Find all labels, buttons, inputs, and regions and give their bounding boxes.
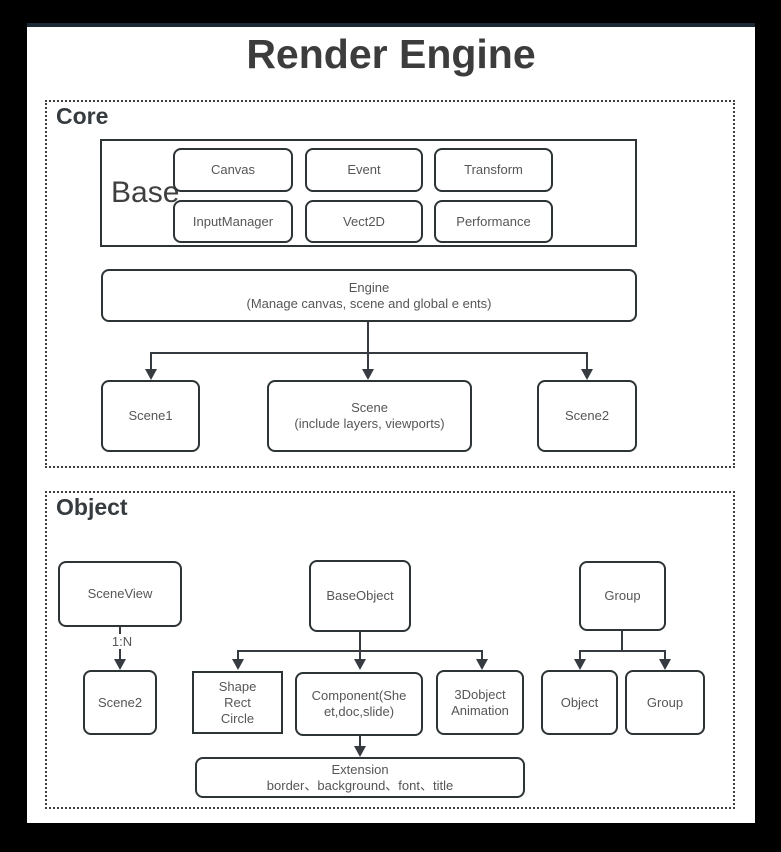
core-section: Core <box>45 100 735 468</box>
group-stem-line <box>621 631 623 651</box>
relation-1n-label: 1:N <box>105 634 139 649</box>
node-transform: Transform <box>434 148 553 192</box>
engine-to-scene1-line <box>150 352 152 369</box>
node-transform-label: Transform <box>464 162 523 177</box>
node-scene-main-subtitle: (include layers, viewports) <box>294 416 445 431</box>
node-component-line1: Component(She <box>311 688 407 703</box>
engine-stem-line <box>367 322 369 352</box>
arrowhead-object-scene2 <box>114 659 126 670</box>
node-object-scene2-label: Scene2 <box>97 694 143 710</box>
node-engine: Engine (Manage canvas, scene and global … <box>101 269 637 322</box>
node-engine-subtitle: (Manage canvas, scene and global e ents) <box>246 295 492 311</box>
arrowhead-3dobject <box>476 659 488 670</box>
arrowhead-shape <box>232 659 244 670</box>
node-scene-main: Scene (include layers, viewports) <box>267 380 472 452</box>
node-vect2d-label: Vect2D <box>343 213 385 229</box>
node-group-group-child: Group <box>625 670 705 735</box>
node-scene2-label: Scene2 <box>564 408 610 423</box>
group-to-group-line <box>664 650 666 659</box>
arrowhead-scene2 <box>581 369 593 380</box>
node-engine-title: Engine <box>348 279 390 295</box>
object-section: Object <box>45 491 735 809</box>
arrowhead-extension <box>354 746 366 757</box>
node-inputmanager-label: InputManager <box>192 213 274 229</box>
node-3dobject-line1: 3Dobject <box>454 686 506 702</box>
engine-to-scene-line <box>367 352 369 369</box>
node-baseobject-label: BaseObject <box>326 588 394 603</box>
node-event-label: Event <box>347 162 381 177</box>
node-group-object-child-label: Object <box>560 694 599 710</box>
baseobject-stem-line <box>359 632 361 652</box>
node-baseobject: BaseObject <box>309 560 411 632</box>
node-scene2: Scene2 <box>537 380 637 452</box>
node-3dobject: 3Dobject Animation <box>436 670 524 735</box>
node-canvas-label: Canvas <box>210 162 256 177</box>
diagram-title: Render Engine <box>246 31 536 77</box>
node-component-line2: et,doc,slide) <box>323 704 395 719</box>
node-performance-label: Performance <box>456 213 531 229</box>
node-group-label: Group <box>604 588 641 603</box>
arrowhead-component <box>354 659 366 670</box>
node-performance: Performance <box>434 200 553 243</box>
node-extension-subtitle: border、background、font、title <box>266 777 454 793</box>
baseobject-to-component-line <box>359 650 361 659</box>
node-extension: Extension border、background、font、title <box>195 757 525 798</box>
base-container-label: Base <box>111 176 180 209</box>
node-sceneview-label: SceneView <box>87 586 153 601</box>
core-section-label: Core <box>56 103 109 129</box>
engine-to-scene2-line <box>586 352 588 369</box>
node-vect2d: Vect2D <box>305 200 423 243</box>
node-scene1: Scene1 <box>101 380 200 452</box>
node-shape: Shape Rect Circle <box>192 671 283 734</box>
baseobject-to-3dobject-line <box>481 650 483 659</box>
node-component: Component(She et,doc,slide) <box>295 672 423 736</box>
group-to-object-line <box>579 650 581 659</box>
arrowhead-group-object <box>574 659 586 670</box>
node-group: Group <box>579 561 666 631</box>
node-shape-line3: Circle <box>220 710 255 726</box>
diagram-page: Render Engine Core Base Canvas Event Tra… <box>27 23 755 823</box>
node-scene-main-title: Scene <box>351 400 388 415</box>
page-top-edge <box>27 23 755 27</box>
node-canvas: Canvas <box>173 148 293 192</box>
group-branch-line <box>579 650 665 652</box>
engine-branch-line <box>150 352 588 354</box>
node-sceneview: SceneView <box>58 561 182 627</box>
object-section-label: Object <box>56 494 128 520</box>
arrowhead-group-group <box>659 659 671 670</box>
baseobject-to-shape-line <box>237 650 239 659</box>
node-3dobject-line2: Animation <box>451 702 509 718</box>
node-group-group-child-label: Group <box>646 694 684 710</box>
node-object-scene2: Scene2 <box>83 670 157 735</box>
node-inputmanager: InputManager <box>173 200 293 243</box>
arrowhead-scene <box>362 369 374 380</box>
node-scene1-label: Scene1 <box>128 408 173 423</box>
arrowhead-scene1 <box>145 369 157 380</box>
node-extension-title: Extension <box>331 761 389 777</box>
node-shape-line2: Rect <box>224 694 251 710</box>
node-event: Event <box>305 148 423 192</box>
node-shape-line1: Shape <box>218 678 257 694</box>
component-to-extension-line <box>359 736 361 746</box>
node-group-object-child: Object <box>541 670 618 735</box>
